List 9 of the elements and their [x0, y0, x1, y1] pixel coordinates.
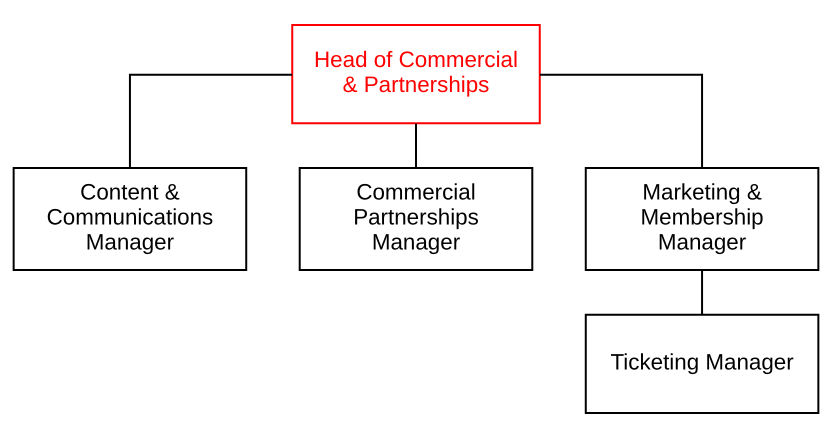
node-box: Ticketing Manager	[584, 314, 820, 414]
node-box: Commercial Partnerships Manager	[298, 167, 534, 271]
connector	[128, 74, 292, 168]
node-box: Head of Commercial & Partnerships	[291, 24, 541, 124]
node-box: Content & Communications Manager	[12, 167, 248, 271]
connector	[540, 74, 704, 168]
node-box: Marketing & Membership Manager	[584, 167, 820, 271]
connector	[701, 270, 704, 315]
connector	[415, 124, 417, 168]
